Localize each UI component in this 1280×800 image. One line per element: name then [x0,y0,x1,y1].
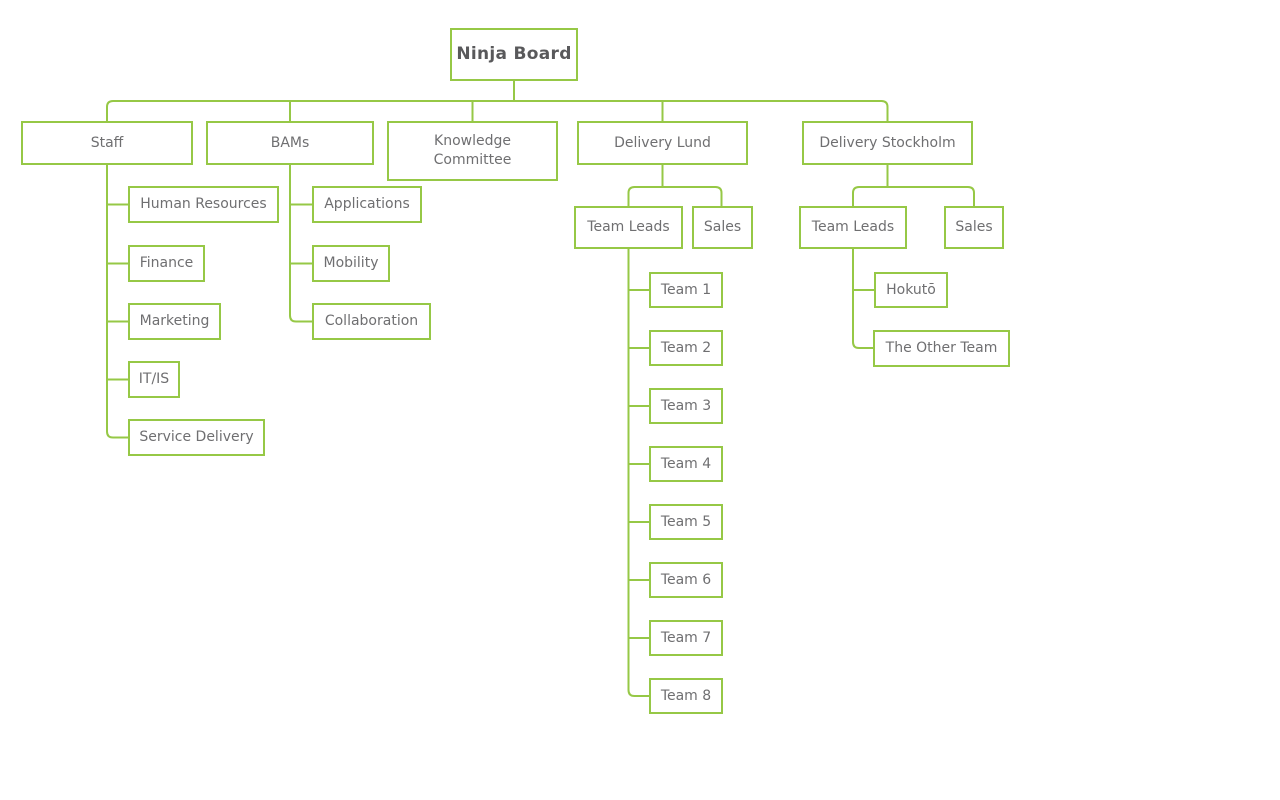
org-node-label: The Other Team [885,340,998,357]
org-node-label: Human Resources [140,196,267,213]
org-node-service-delivery[interactable]: Service Delivery [128,419,265,456]
org-node-collaboration[interactable]: Collaboration [312,303,431,340]
org-node-label: Applications [324,196,410,213]
org-node-label: Marketing [139,313,210,330]
org-node-finance[interactable]: Finance [128,245,205,282]
org-node-label: Sales [955,219,993,236]
org-node-team-2[interactable]: Team 2 [649,330,723,366]
org-node-label: Mobility [323,255,379,272]
org-node-hokuto[interactable]: Hokutō [874,272,948,308]
org-node-label: Team 7 [660,629,712,646]
org-node-label: Collaboration [324,313,419,330]
org-node-team-leads-lund[interactable]: Team Leads [574,206,683,249]
org-node-label: Delivery Lund [614,134,711,151]
org-node-knowledge-committee[interactable]: Knowledge Committee [387,121,558,181]
org-node-label: Team 6 [660,571,712,588]
org-node-label: Team 5 [660,513,712,530]
org-node-applications[interactable]: Applications [312,186,422,223]
org-node-team-leads-stockholm[interactable]: Team Leads [799,206,907,249]
connector-staff-trunk [106,165,128,439]
org-node-mobility[interactable]: Mobility [312,245,390,282]
org-node-team-8[interactable]: Team 8 [649,678,723,714]
org-node-staff[interactable]: Staff [21,121,193,165]
org-node-label: Team 4 [660,455,712,472]
org-node-label: Ninja Board [456,44,572,65]
org-node-team-1[interactable]: Team 1 [649,272,723,308]
org-node-label: Staff [90,134,124,151]
org-node-marketing[interactable]: Marketing [128,303,221,340]
org-node-team-3[interactable]: Team 3 [649,388,723,424]
connector-stockholm-teamleads-trunk [852,249,874,349]
org-node-team-7[interactable]: Team 7 [649,620,723,656]
org-node-label: IT/IS [138,371,170,388]
org-node-the-other-team[interactable]: The Other Team [873,330,1010,367]
connector-lund-teamleads-trunk [627,249,649,697]
org-node-label: Team Leads [587,219,670,236]
org-node-ninja-board[interactable]: Ninja Board [450,28,578,81]
org-node-label: Team 8 [660,687,712,704]
org-node-team-6[interactable]: Team 6 [649,562,723,598]
org-node-label: Delivery Stockholm [819,134,956,151]
org-node-label: Hokutō [886,281,936,298]
org-node-delivery-lund[interactable]: Delivery Lund [577,121,748,165]
org-node-label: Team Leads [811,219,895,236]
org-node-sales-lund[interactable]: Sales [692,206,753,249]
org-node-team-5[interactable]: Team 5 [649,504,723,540]
org-node-label: Finance [139,255,194,272]
org-node-delivery-stockholm[interactable]: Delivery Stockholm [802,121,973,165]
org-node-bams[interactable]: BAMs [206,121,374,165]
connector-lund-split [627,186,723,206]
connector-bams-trunk [289,165,312,323]
org-node-label: Knowledge Committee [433,133,512,168]
connector-level1-rail [106,100,889,121]
org-node-it-is[interactable]: IT/IS [128,361,180,398]
org-node-label: Sales [703,219,742,236]
connector-stockholm-split [852,186,975,206]
org-node-team-4[interactable]: Team 4 [649,446,723,482]
org-node-label: BAMs [270,134,310,151]
org-node-label: Team 1 [660,281,712,298]
org-node-label: Team 3 [660,397,712,414]
org-node-label: Team 2 [660,339,712,356]
org-node-human-resources[interactable]: Human Resources [128,186,279,223]
org-node-label: Service Delivery [139,429,254,446]
org-node-sales-stockholm[interactable]: Sales [944,206,1004,249]
